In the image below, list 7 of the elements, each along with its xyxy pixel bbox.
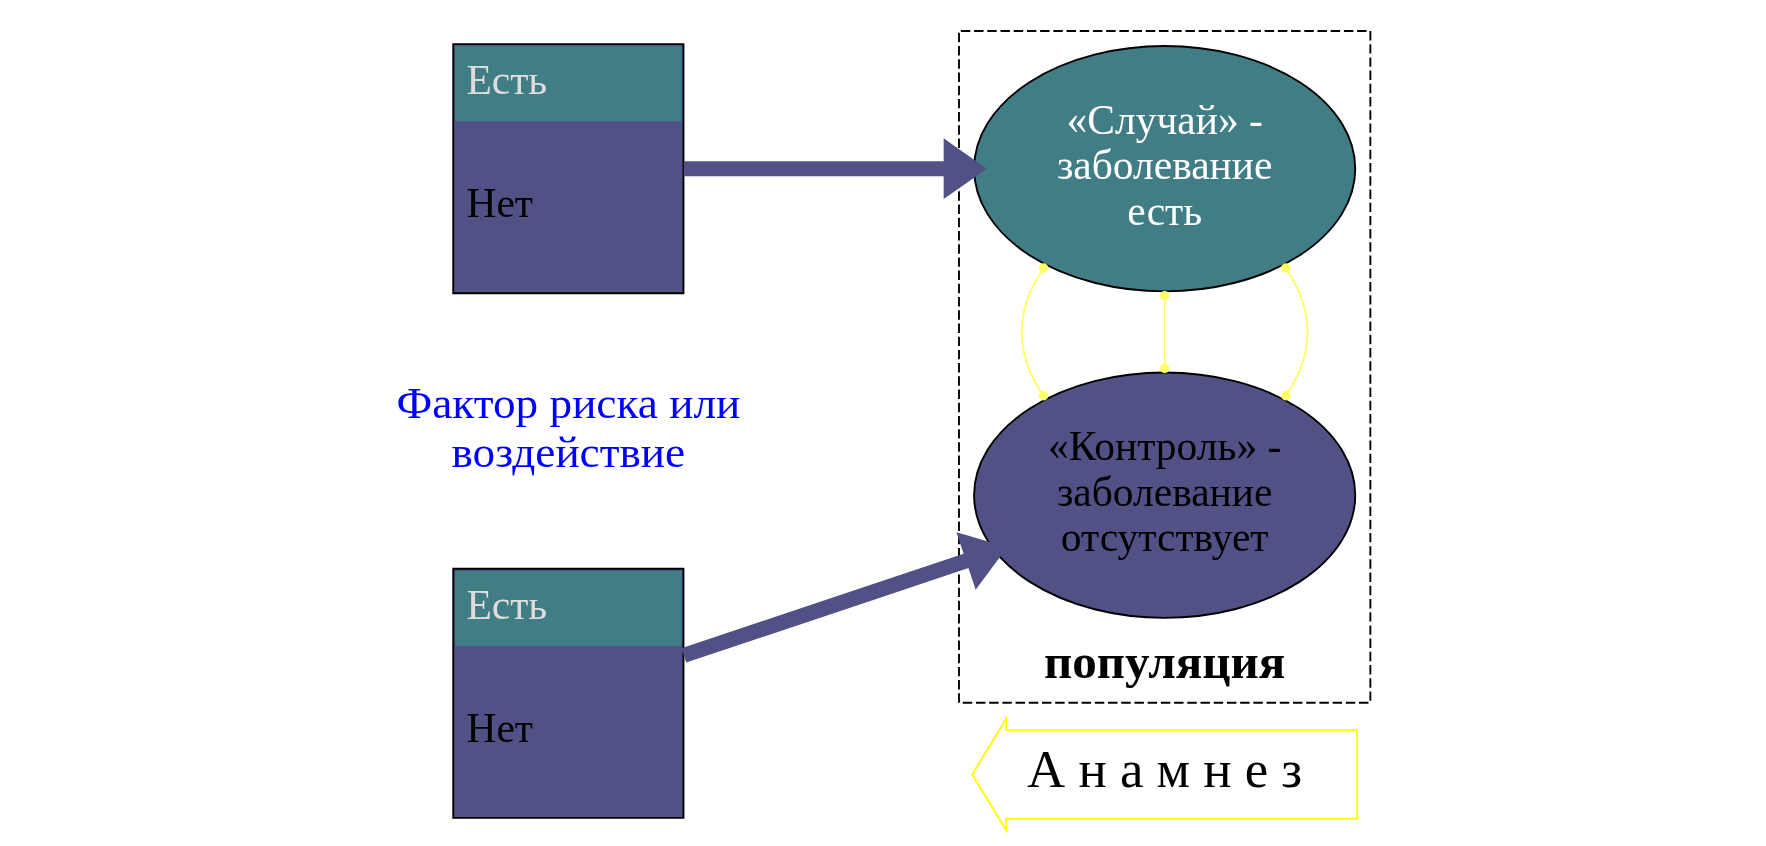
arrow	[683, 138, 987, 200]
node-ellipse: «Контроль» - заболевание отсутствует	[972, 371, 1356, 619]
connector	[1020, 263, 1048, 401]
node-ellipse: «Случай» - заболевание есть	[972, 45, 1356, 293]
connector	[1159, 290, 1169, 374]
connector	[1280, 263, 1309, 401]
label: Фактор риска или воздействие	[396, 378, 740, 478]
